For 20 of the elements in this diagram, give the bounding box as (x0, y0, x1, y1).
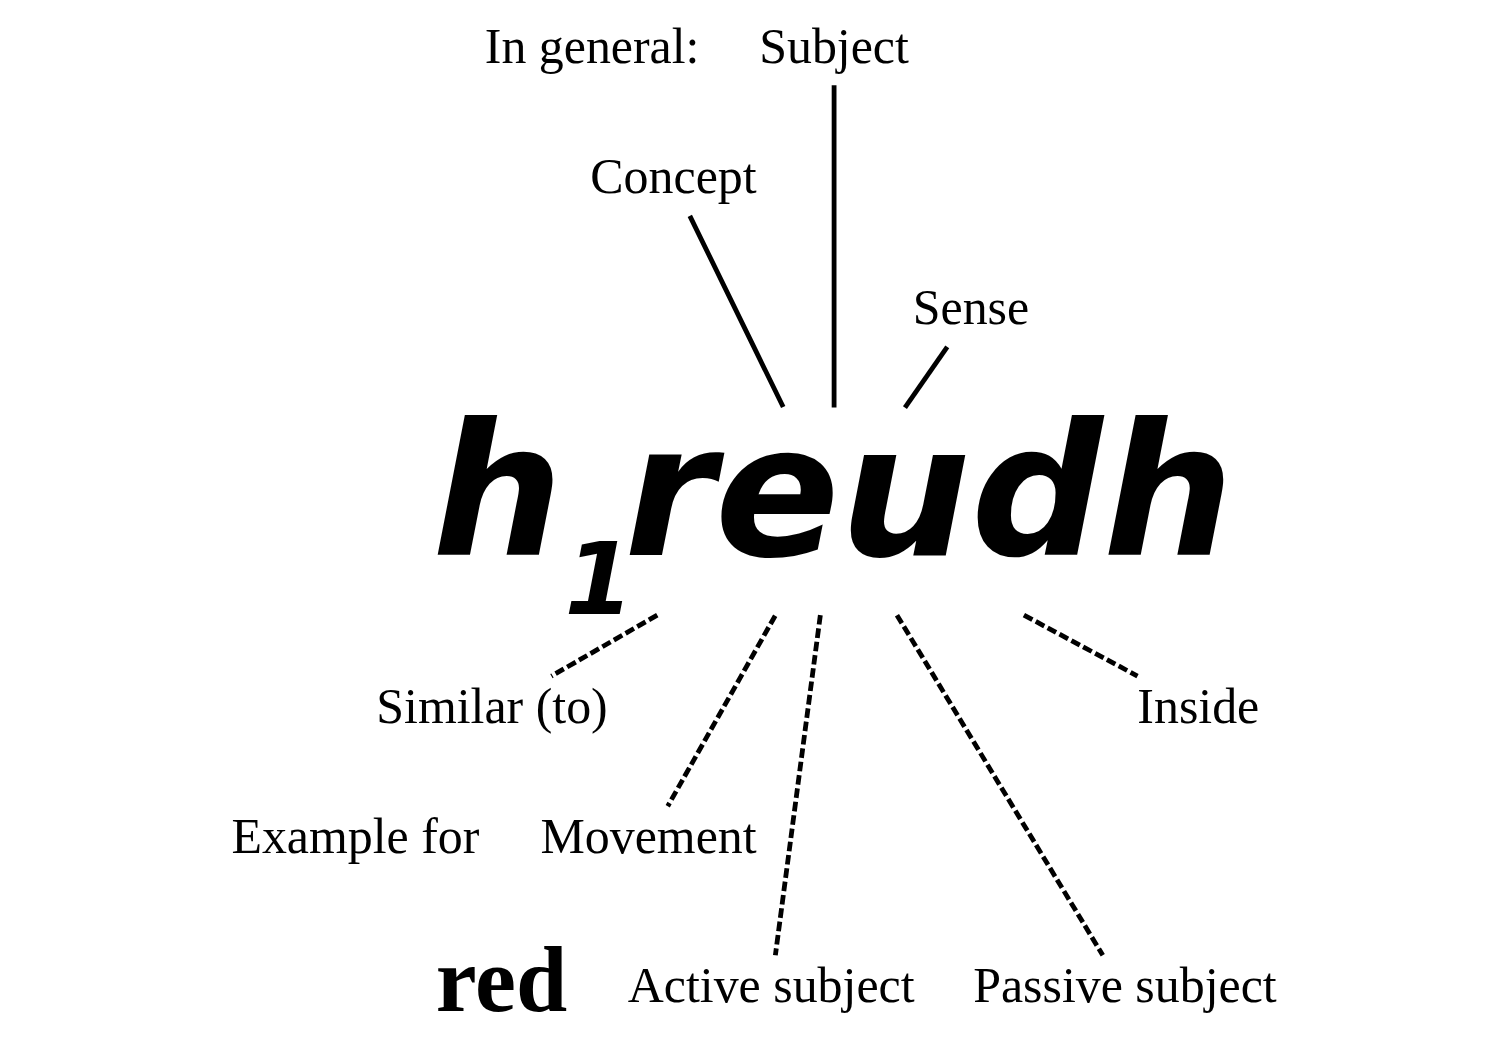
node-text: Sense (912, 279, 1029, 335)
node-text: Subject (758, 18, 909, 74)
connector (549, 613, 658, 679)
connector (831, 85, 836, 408)
connector (1022, 612, 1139, 679)
node-text: h$_{1}$reudh (431, 384, 1234, 638)
connector (894, 613, 1105, 957)
node-text: Similar (to) (375, 678, 608, 734)
node-text: Movement (539, 809, 757, 865)
node-text: Passive subject (972, 958, 1277, 1014)
label: Example for (230, 809, 479, 865)
connector (687, 214, 785, 409)
connector (665, 614, 777, 808)
node-text: Concept (589, 149, 757, 205)
connector (772, 614, 823, 956)
label: red (435, 929, 567, 1032)
label: In general: (484, 18, 699, 74)
connector (902, 345, 949, 409)
node-text: Active subject (627, 958, 915, 1014)
node-text: Inside (1136, 678, 1259, 734)
